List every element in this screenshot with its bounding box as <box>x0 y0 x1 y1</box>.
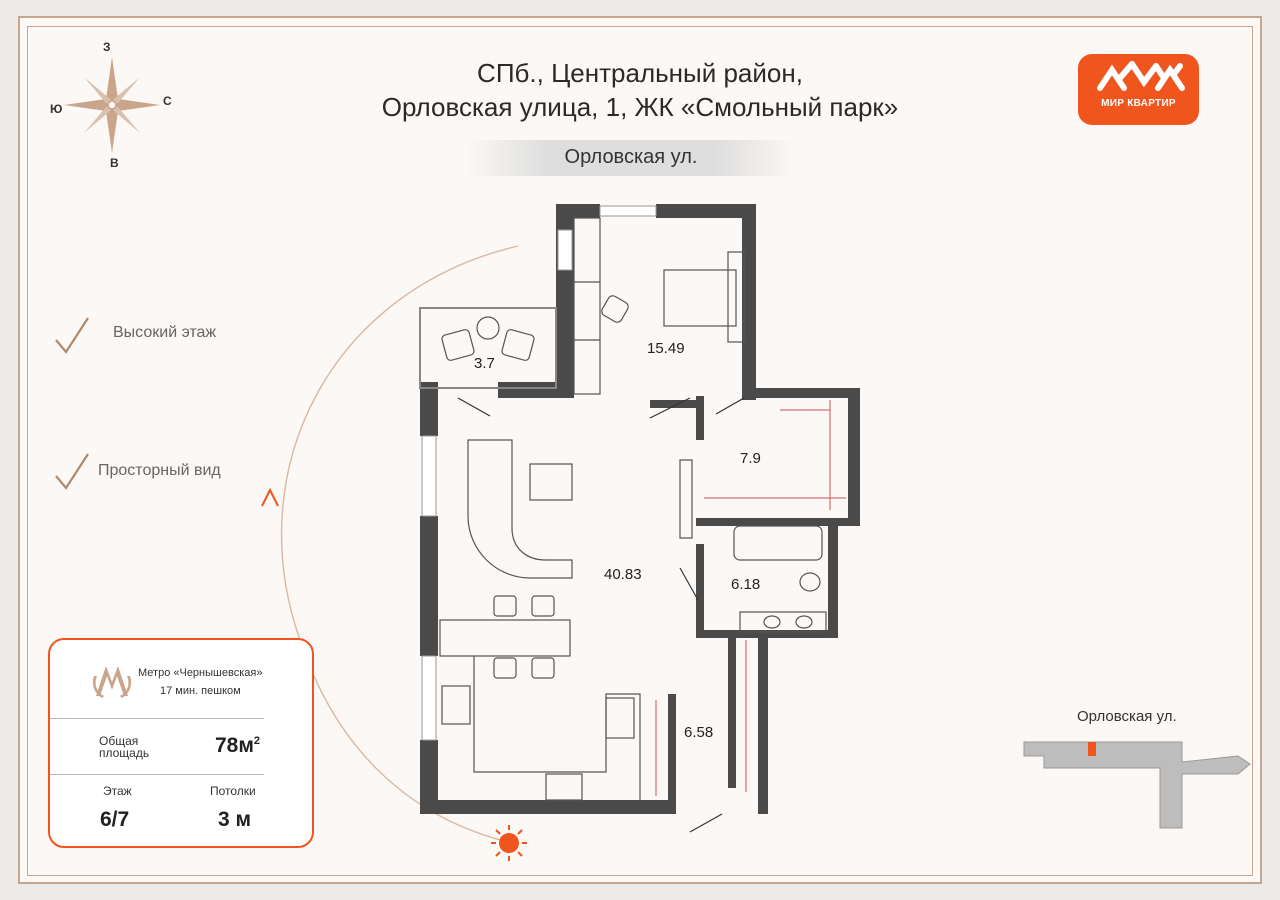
card-divider <box>50 718 264 719</box>
floor-label: Этаж <box>103 784 132 798</box>
room-area-bathroom: 6.18 <box>731 576 761 593</box>
street-banner <box>466 140 796 176</box>
area-label-line2: площадь <box>99 746 150 760</box>
area-value: 78м2 <box>215 734 260 758</box>
room-area-bedroom: 15.49 <box>647 340 685 357</box>
floor-value: 6/7 <box>100 808 130 831</box>
compass-east-label: С <box>163 94 172 108</box>
logo-mark-icon <box>1097 61 1185 91</box>
feature-high-floor: Высокий этаж <box>113 324 217 341</box>
card-divider <box>50 774 264 775</box>
compass-north-label: З <box>103 40 111 54</box>
room-area-wardrobe: 7.9 <box>740 450 761 467</box>
info-card <box>48 638 314 848</box>
page-title: СПб., Центральный район, Орловская улица… <box>340 56 940 124</box>
feature-spacious-view: Просторный вид <box>98 462 221 479</box>
compass-west-label: Ю <box>50 102 63 116</box>
metro-name: Метро «Чернышевская» <box>138 667 263 679</box>
brand-logo: МИР КВАРТИР <box>1078 54 1199 125</box>
ceiling-label: Потолки <box>210 784 256 798</box>
title-line-1: СПб., Центральный район, <box>477 58 803 88</box>
metro-distance: 17 мин. пешком <box>160 685 241 697</box>
room-area-hallway: 6.58 <box>684 724 714 741</box>
street-label: Орловская ул. <box>564 146 698 168</box>
ceiling-value: 3 м <box>218 808 252 831</box>
logo-text: МИР КВАРТИР <box>1101 98 1176 109</box>
room-area-balcony: 3.7 <box>474 355 495 372</box>
area-label-line1: Общая <box>99 734 139 748</box>
area-value-sup: 2 <box>253 735 261 747</box>
compass-south-label: В <box>110 156 119 170</box>
title-line-2: Орловская улица, 1, ЖК «Смольный парк» <box>381 92 899 122</box>
room-area-living: 40.83 <box>604 566 642 583</box>
mini-map-street: Орловская ул. <box>1077 708 1177 725</box>
area-value-number: 78м <box>215 734 254 757</box>
